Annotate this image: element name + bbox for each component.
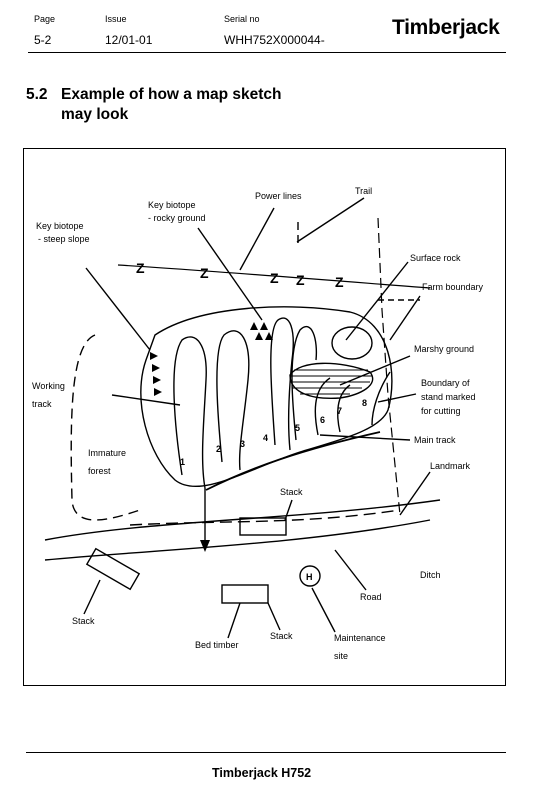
issue-date: 12/01-01 [105, 33, 152, 47]
track-number-2: 2 [216, 444, 221, 454]
serial-number: WHH752X000044- [224, 33, 325, 47]
label-stack-top: Stack [280, 487, 303, 497]
footer-rule [26, 752, 506, 753]
label-maintenance-2: site [334, 651, 348, 661]
label-surface-rock: Surface rock [410, 253, 461, 263]
farm-boundary [378, 218, 400, 515]
label-trail: Trail [355, 186, 372, 196]
trail [297, 198, 364, 242]
label-immature-2: forest [88, 466, 111, 476]
page-label: Page [34, 14, 55, 24]
main-track [206, 432, 380, 490]
label-landmark: Landmark [430, 461, 471, 471]
track-number-4: 4 [263, 433, 268, 443]
track-number-6: 6 [320, 415, 325, 425]
section-title-line1: Example of how a map sketch [61, 84, 282, 105]
marshy-ground [290, 363, 373, 398]
footer-title: Timberjack H752 [212, 766, 311, 780]
steep-slope-symbols [150, 352, 162, 396]
label-boundary-3: for cutting [421, 406, 461, 416]
svg-text:Z: Z [335, 274, 344, 290]
stack-bottom [222, 585, 268, 603]
track-number-8: 8 [362, 398, 367, 408]
track-number-3: 3 [240, 439, 245, 449]
label-immature-1: Immature [88, 448, 126, 458]
section-title-line2: may look [61, 104, 128, 125]
label-bed-timber: Bed timber [195, 640, 239, 650]
svg-text:Z: Z [200, 265, 209, 281]
label-working-1: Working [32, 381, 65, 391]
label-main-track: Main track [414, 435, 456, 445]
serial-label: Serial no [224, 14, 260, 24]
label-working-2: track [32, 399, 52, 409]
label-stack-bottom: Stack [270, 631, 293, 641]
section-number: 5.2 [26, 84, 48, 105]
track-number-1: 1 [180, 457, 185, 467]
brand-logo: Timberjack [392, 16, 500, 40]
svg-text:Z: Z [296, 272, 305, 288]
road-edge-bottom [45, 520, 430, 560]
label-key-biotope-rocky-1: Key biotope [148, 200, 196, 210]
label-key-biotope-steep-2: - steep slope [38, 234, 90, 244]
track-number-7: 7 [337, 406, 342, 416]
svg-text:Z: Z [136, 260, 145, 276]
rocky-ground-symbols [250, 322, 273, 340]
header-rule [28, 52, 506, 53]
label-farm-boundary: Farm boundary [422, 282, 484, 292]
label-stack-left: Stack [72, 616, 95, 626]
label-ditch: Ditch [420, 570, 441, 580]
label-key-biotope-rocky-2: - rocky ground [148, 213, 206, 223]
label-boundary-2: stand marked [421, 392, 476, 402]
working-track-1 [174, 337, 206, 488]
immature-forest-boundary [71, 335, 140, 520]
label-marshy-ground: Marshy ground [414, 344, 474, 354]
label-road: Road [360, 592, 382, 602]
label-boundary-1: Boundary of [421, 378, 470, 388]
maintenance-h-symbol: H [306, 572, 313, 582]
issue-label: Issue [105, 14, 127, 24]
label-maintenance-1: Maintenance [334, 633, 386, 643]
label-power-lines: Power lines [255, 191, 302, 201]
stand-boundary [141, 307, 392, 487]
page-number: 5-2 [34, 33, 51, 47]
track-number-5: 5 [295, 423, 300, 433]
label-key-biotope-steep-1: Key biotope [36, 221, 84, 231]
svg-text:Z: Z [270, 270, 279, 286]
